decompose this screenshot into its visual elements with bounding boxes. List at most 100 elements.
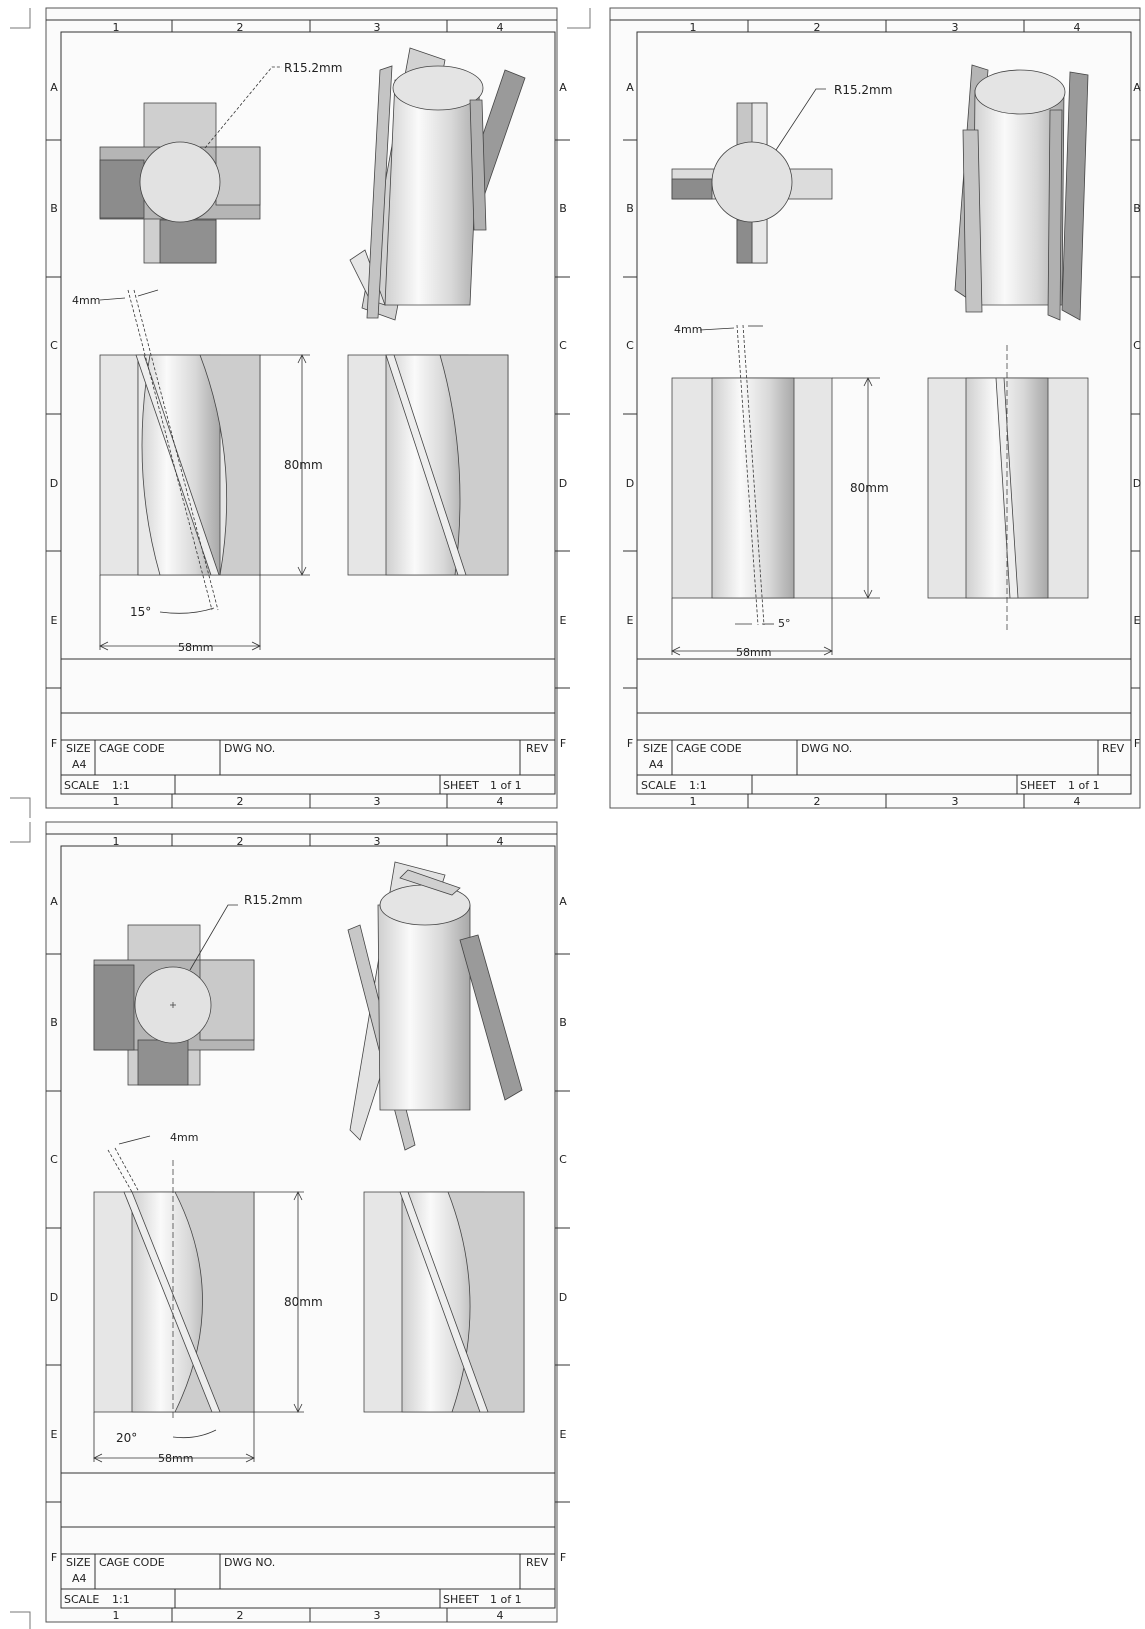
- zone-col-2-top: 2: [237, 21, 244, 34]
- zone-row-c-right: C: [559, 1153, 567, 1166]
- zone-row-e-left: E: [51, 1428, 58, 1441]
- zone-row-f-left: F: [51, 737, 57, 750]
- thickness-label: 4mm: [72, 294, 100, 307]
- height-label: 80mm: [284, 458, 323, 472]
- sheet-2: 1 2 3 4 1 2 3 4 A B C D E F A B C D E F …: [609, 7, 1141, 809]
- side-view: [347, 354, 509, 576]
- title-block: [61, 658, 555, 794]
- side-view: [927, 345, 1089, 633]
- trim-marks: [10, 8, 591, 818]
- size-value: A4: [649, 758, 664, 771]
- sheet-3: 1 2 3 4 1 2 3 4 A B C D E F A B C D E F …: [10, 821, 570, 1629]
- zone-col-1-top: 1: [113, 21, 120, 34]
- size-value: A4: [72, 758, 87, 771]
- size-label: SIZE: [66, 1556, 91, 1569]
- sheet-value: 1 of 1: [1068, 779, 1100, 792]
- rev-label: REV: [1102, 742, 1125, 755]
- zone-row-c-right: C: [559, 339, 567, 352]
- dimension-lines: [671, 324, 880, 656]
- zone-row-b-left: B: [50, 1016, 58, 1029]
- zone-row-d-left: D: [50, 477, 58, 490]
- dwg-no-label: DWG NO.: [224, 742, 275, 755]
- zone-col-2-top: 2: [237, 835, 244, 848]
- radius-label: R15.2mm: [834, 83, 892, 97]
- sheet-value: 1 of 1: [490, 1593, 522, 1606]
- radius-callout: R15.2mm: [775, 83, 892, 151]
- zone-row-d-left: D: [50, 1291, 58, 1304]
- zone-row-a-right: A: [1133, 81, 1141, 94]
- zone-row-e-right: E: [1134, 614, 1141, 627]
- scale-value: 1:1: [112, 779, 130, 792]
- front-view: [99, 354, 261, 576]
- zone-col-1-bottom: 1: [113, 1609, 120, 1622]
- title-block: [61, 1472, 555, 1608]
- zone-row-a-left: A: [50, 81, 58, 94]
- scale-label: SCALE: [64, 1593, 99, 1606]
- size-label: SIZE: [643, 742, 668, 755]
- zone-col-4-top: 4: [497, 835, 504, 848]
- zone-col-1-bottom: 1: [113, 795, 120, 808]
- rev-label: REV: [526, 1556, 549, 1569]
- zone-row-e-left: E: [51, 614, 58, 627]
- zone-row-a-right: A: [559, 895, 567, 908]
- width-label: 58mm: [178, 641, 213, 654]
- top-view: [93, 924, 255, 1086]
- top-view: [99, 102, 261, 264]
- zone-col-3-top: 3: [952, 21, 959, 34]
- zone-row-c-left: C: [626, 339, 634, 352]
- zone-col-4-top: 4: [1074, 21, 1081, 34]
- width-label: 58mm: [736, 646, 771, 659]
- zone-col-1-bottom: 1: [690, 795, 697, 808]
- scale-label: SCALE: [64, 779, 99, 792]
- zone-row-b-right: B: [1133, 202, 1141, 215]
- size-value: A4: [72, 1572, 87, 1585]
- zone-row-e-right: E: [560, 1428, 567, 1441]
- zone-row-c-right: C: [1133, 339, 1141, 352]
- sheet-inner-border: [636, 31, 1132, 795]
- zone-row-b-right: B: [559, 202, 567, 215]
- zone-lines: [46, 833, 570, 1622]
- zone-row-c-left: C: [50, 339, 58, 352]
- scale-label: SCALE: [641, 779, 676, 792]
- zone-row-d-right: D: [559, 477, 567, 490]
- zone-columns-top: [46, 19, 557, 808]
- zone-col-3-bottom: 3: [374, 1609, 381, 1622]
- zone-col-3-bottom: 3: [952, 795, 959, 808]
- zone-row-b-left: B: [626, 202, 634, 215]
- zone-row-e-left: E: [627, 614, 634, 627]
- trim-marks: [10, 822, 31, 1629]
- radius-label: R15.2mm: [284, 61, 342, 75]
- dwg-no-label: DWG NO.: [801, 742, 852, 755]
- isometric-view: [954, 64, 1089, 321]
- cage-code-label: CAGE CODE: [99, 742, 165, 755]
- dimension-lines: [93, 1135, 304, 1463]
- sheet-label: SHEET: [1020, 779, 1056, 792]
- thickness-label: 4mm: [170, 1131, 198, 1144]
- zone-row-f-left: F: [627, 737, 633, 750]
- front-view: [93, 1160, 255, 1420]
- zone-col-2-bottom: 2: [237, 1609, 244, 1622]
- title-block: [637, 658, 1131, 794]
- angle-label: 15°: [130, 605, 151, 619]
- zone-row-d-right: D: [559, 1291, 567, 1304]
- front-view: [671, 377, 833, 599]
- dimension-lines: [99, 289, 310, 651]
- zone-row-a-right: A: [559, 81, 567, 94]
- cage-code-label: CAGE CODE: [99, 1556, 165, 1569]
- width-label: 58mm: [158, 1452, 193, 1465]
- zone-row-d-right: D: [1133, 477, 1141, 490]
- sheet-inner-border: [60, 31, 556, 795]
- zone-row-a-left: A: [50, 895, 58, 908]
- zone-row-f-right: F: [1134, 737, 1140, 750]
- angle-label: 5°: [778, 617, 791, 630]
- zone-row-f-right: F: [560, 737, 566, 750]
- isometric-view: [347, 861, 523, 1151]
- zone-col-1-top: 1: [113, 835, 120, 848]
- zone-row-b-right: B: [559, 1016, 567, 1029]
- sheet-label: SHEET: [443, 1593, 479, 1606]
- zone-row-e-right: E: [560, 614, 567, 627]
- sheet-label: SHEET: [443, 779, 479, 792]
- radius-callout: R15.2mm: [189, 893, 302, 971]
- rev-label: REV: [526, 742, 549, 755]
